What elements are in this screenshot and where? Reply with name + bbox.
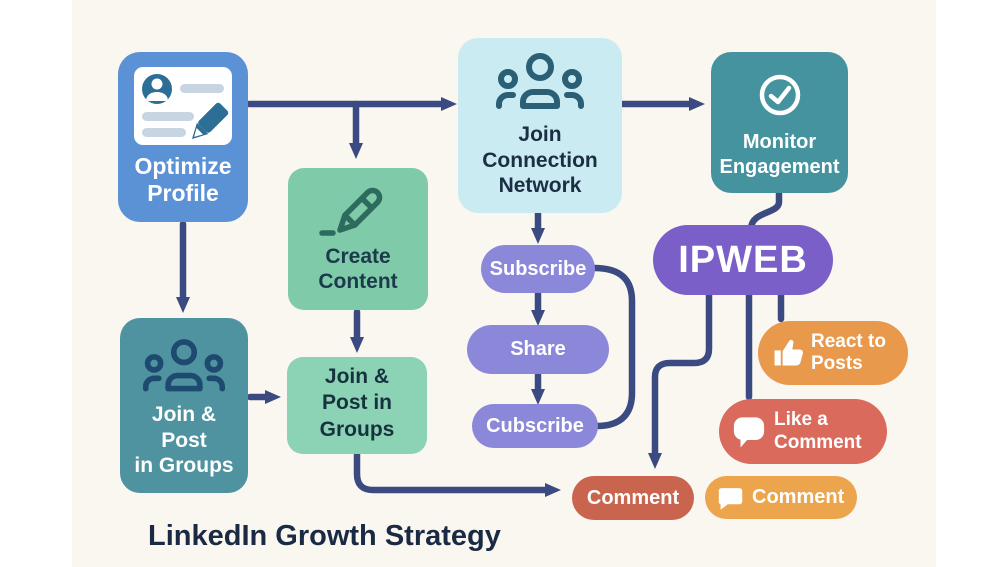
- pencil-icon: [319, 187, 383, 236]
- node-join-post-in-groups: Join & Post in Groups: [120, 318, 248, 493]
- join-post-groups-green-label: Groups: [319, 417, 395, 441]
- join-post-groups-green-label: Join &: [324, 365, 390, 388]
- page-title: LinkedIn Growth Strategy: [148, 520, 501, 552]
- node-cubscribe: Cubscribe: [472, 404, 598, 448]
- join-post-groups-label: in Groups: [134, 454, 234, 478]
- join-post-groups-label: Join &: [151, 403, 217, 426]
- ipweb-label: IPWEB: [678, 238, 808, 281]
- node-ipweb: IPWEB: [653, 225, 833, 295]
- node-comment-orange: Comment: [705, 476, 857, 519]
- share-label: Share: [510, 338, 566, 360]
- comment-orange-label: Comment: [752, 485, 845, 508]
- thumbs-up-icon: [774, 339, 803, 366]
- join-connection-label: Connection: [482, 148, 598, 172]
- optimize-profile-label: Optimize: [134, 153, 232, 179]
- node-like-a-comment: Like a Comment: [719, 399, 887, 464]
- like-comment-label: Like a: [774, 409, 828, 431]
- chat-bubble-icon: [718, 487, 743, 510]
- speech-bubble-icon: [733, 417, 765, 448]
- connector-greengroups-to-comment: [353, 448, 561, 497]
- join-post-groups-label: Post: [161, 428, 207, 452]
- react-posts-label: React to: [811, 330, 886, 352]
- comment-red-label: Comment: [586, 486, 680, 509]
- monitor-engagement-label: Engagement: [719, 156, 840, 178]
- react-posts-label: Posts: [811, 353, 863, 374]
- connector-monitor-to-ipweb: [747, 186, 783, 233]
- people-icon: [142, 339, 226, 392]
- node-join-connection-network: Join Connection Network: [458, 38, 622, 213]
- node-subscribe: Subscribe: [481, 245, 595, 293]
- node-join-post-in-groups-green: Join & Post in Groups: [287, 357, 427, 454]
- cubscribe-label: Cubscribe: [486, 414, 584, 437]
- join-post-groups-green-label: Post in: [321, 391, 392, 415]
- check-circle-icon: [759, 74, 800, 116]
- node-comment-red: Comment: [572, 476, 694, 520]
- optimize-profile-label: Profile: [147, 180, 219, 207]
- like-comment-label: Comment: [774, 431, 862, 453]
- node-share: Share: [467, 325, 609, 374]
- create-content-label: Content: [318, 270, 398, 294]
- node-create-content: Create Content: [288, 168, 428, 310]
- node-monitor-engagement: Monitor Engagement: [711, 52, 848, 193]
- join-connection-label: Join: [518, 123, 562, 146]
- profile-card-icon: [134, 67, 232, 145]
- node-optimize-profile: Optimize Profile: [118, 52, 248, 222]
- monitor-engagement-label: Monitor: [742, 131, 817, 153]
- connector-subscribe-cubscribe-loop: [590, 264, 636, 430]
- node-react-to-posts: React to Posts: [758, 321, 908, 385]
- people-icon: [496, 53, 584, 109]
- connector-ipweb-to-comment: [648, 286, 713, 469]
- create-content-label: Create: [325, 245, 391, 268]
- subscribe-label: Subscribe: [489, 257, 587, 280]
- join-connection-label: Network: [498, 174, 582, 198]
